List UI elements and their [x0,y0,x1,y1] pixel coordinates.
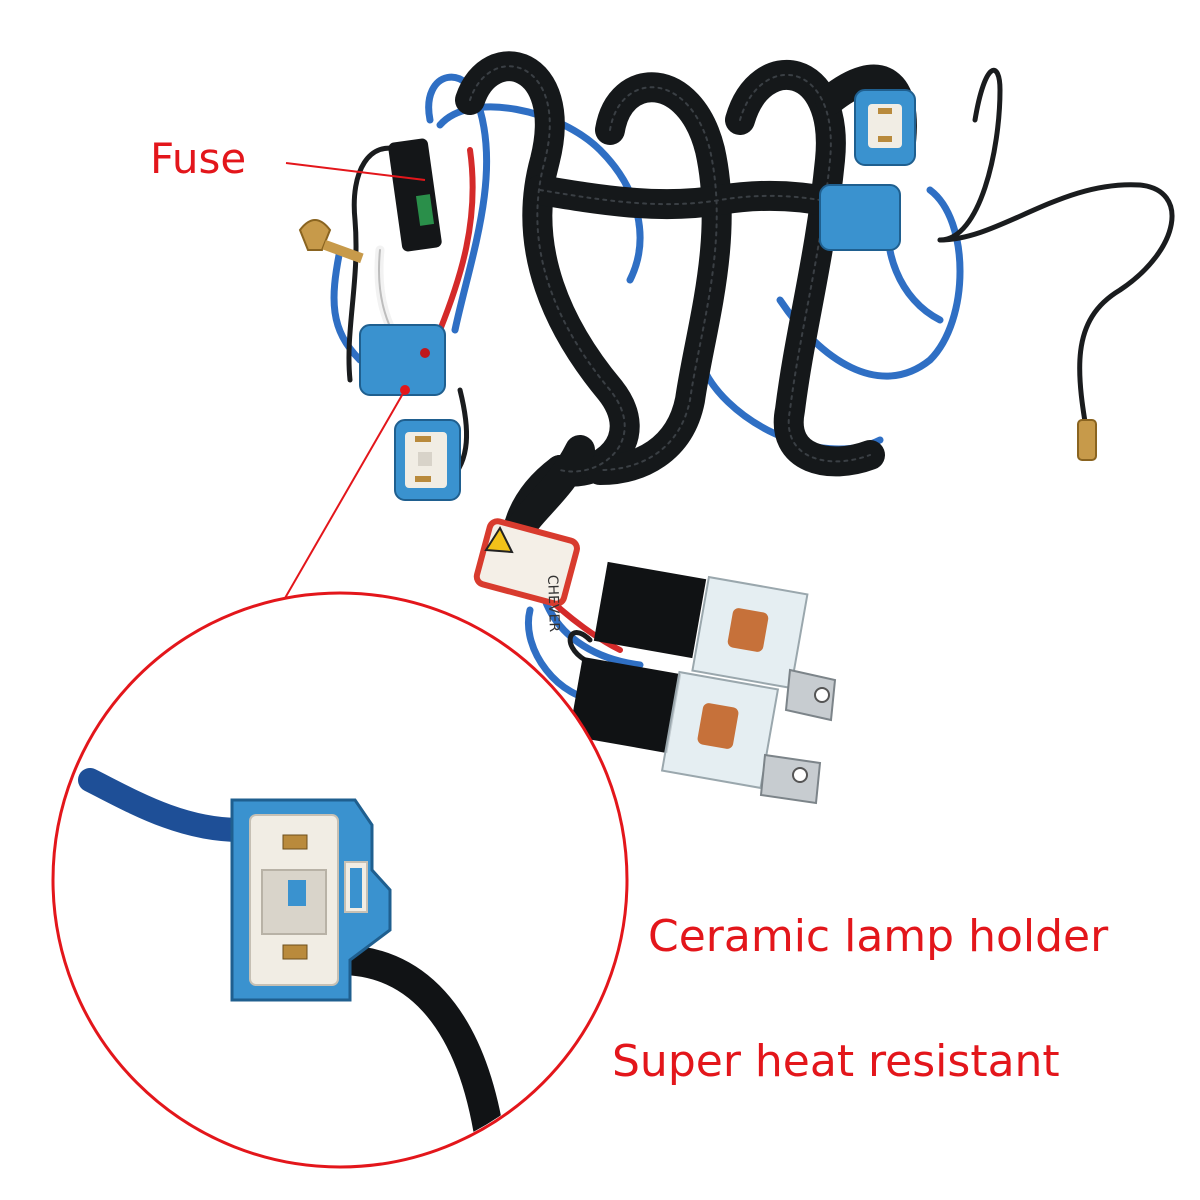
socket-top-right [854,89,916,166]
ring-terminal-right [1077,419,1097,461]
ceramic-lamp-holder-annotation: Ceramic lamp holder [648,911,1109,962]
socket-middle-right [819,184,901,251]
fuse-annotation: Fuse [150,134,247,183]
relay-upper [593,561,837,722]
fuse-holder [388,138,442,252]
fuse-leader-line [285,162,426,181]
socket-left-upper [359,324,446,396]
corrugated-harness [455,51,917,575]
fork-terminal [298,219,364,264]
socket-left-lower [394,419,461,501]
super-heat-resistant-annotation: Super heat resistant [612,1036,1060,1087]
sleeve-text: CHEVER [544,575,562,633]
relay-lower [568,656,822,805]
zoom-circle [51,591,629,1169]
harness-sleeve-label: CHEVER [473,518,580,633]
corrugation-highlights [469,65,871,473]
